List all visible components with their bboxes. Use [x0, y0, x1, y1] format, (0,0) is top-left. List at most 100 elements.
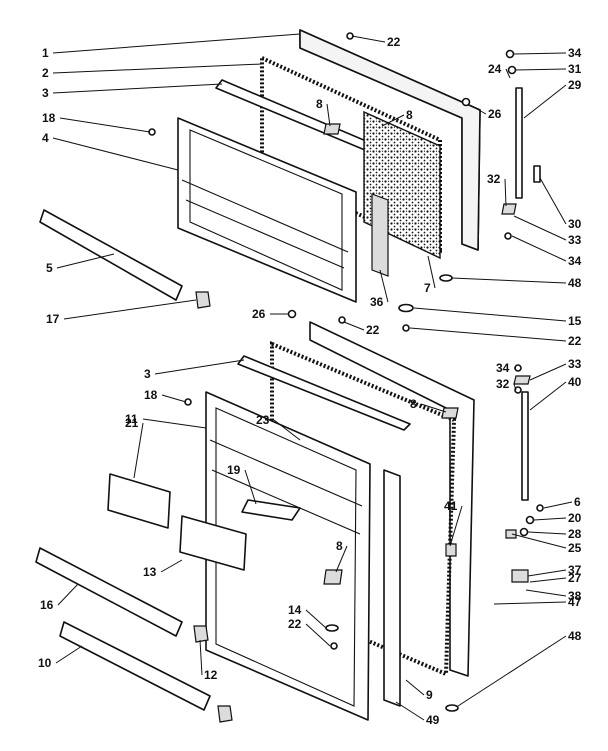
leader-10 — [55, 645, 83, 664]
trim-49 — [383, 469, 401, 707]
nut-26b — [287, 309, 297, 319]
leader-21 — [133, 422, 144, 479]
callout-9: 9 — [426, 688, 433, 702]
washer-31 — [507, 65, 517, 75]
leader-48a — [451, 277, 567, 284]
leader-19 — [244, 469, 257, 505]
callout-30: 30 — [568, 217, 582, 231]
leader-32b — [513, 383, 517, 391]
callout-11: 11 — [125, 412, 138, 426]
leader-27 — [529, 577, 567, 583]
fresh-door-liner — [205, 391, 371, 721]
door-bar-16 — [35, 547, 183, 637]
callout-32a: 32 — [487, 172, 501, 186]
callout-33a: 33 — [568, 233, 582, 247]
leader-18b — [161, 394, 187, 403]
leader-12 — [199, 639, 203, 676]
leader-47 — [493, 601, 567, 605]
bracket-32a — [501, 203, 517, 215]
callout-33b: 33 — [568, 357, 582, 371]
freezer-door-liner — [177, 117, 357, 303]
nut-26a — [461, 97, 471, 107]
screw-22b — [338, 316, 346, 324]
cam-37 — [511, 569, 529, 583]
leader-13 — [160, 559, 183, 573]
callout-29: 29 — [568, 78, 582, 92]
leader-11 — [142, 418, 207, 429]
washer-15 — [398, 303, 414, 313]
callout-10: 10 — [38, 656, 52, 670]
freezer-liner-shelf — [181, 179, 349, 269]
callout-15: 15 — [568, 314, 582, 328]
hinge-pin-29 — [515, 87, 523, 199]
callout-36: 36 — [370, 295, 384, 309]
leader-2 — [52, 63, 263, 74]
callout-23: 23 — [256, 413, 270, 427]
callout-20: 20 — [568, 511, 582, 525]
callout-8b: 8 — [406, 108, 413, 122]
bin-21 — [107, 473, 171, 529]
leader-22b — [343, 321, 365, 331]
callout-34c: 34 — [496, 361, 510, 375]
callout-40: 40 — [568, 375, 582, 389]
callout-34a: 34 — [568, 46, 582, 60]
callout-12: 12 — [204, 668, 218, 682]
washer-14 — [325, 624, 339, 632]
callout-17: 17 — [46, 312, 60, 326]
leader-48b — [457, 635, 567, 707]
butter-door-19 — [241, 499, 301, 521]
callout-4: 4 — [42, 131, 49, 145]
spacer-30 — [533, 165, 541, 183]
fresh-food-door-assembly — [35, 309, 544, 723]
leader-22c — [409, 327, 567, 342]
leader-33a — [513, 215, 567, 241]
leader-34b — [511, 235, 567, 262]
freezer-rail-36 — [371, 193, 389, 277]
callout-6: 6 — [574, 495, 581, 509]
leader-37 — [527, 569, 567, 577]
door-bar-10 — [59, 621, 211, 711]
bracket-8d — [323, 569, 343, 585]
leader-6 — [543, 501, 573, 509]
leader-28 — [527, 531, 567, 535]
callout-31: 31 — [568, 62, 582, 76]
leader-8c — [420, 403, 447, 413]
callout-21: 21 — [125, 416, 139, 430]
leader-8b — [381, 114, 405, 127]
leader-8d — [335, 545, 348, 573]
callout-8a: 8 — [316, 97, 323, 111]
fresh-liner-upper-shelf — [209, 439, 363, 535]
callout-28: 28 — [568, 527, 582, 541]
callout-48b: 48 — [568, 629, 582, 643]
callout-24: 24 — [488, 62, 502, 76]
leader-14 — [305, 609, 327, 629]
leader-24 — [505, 68, 511, 79]
callout-27: 27 — [568, 571, 582, 585]
leader-3b — [154, 359, 245, 375]
leader-25 — [511, 533, 567, 549]
leader-15 — [413, 307, 567, 322]
callout-49: 49 — [426, 713, 440, 727]
leader-8a — [326, 103, 331, 127]
callout-34b: 34 — [568, 254, 582, 268]
callout-48a: 48 — [568, 276, 582, 290]
leader-36 — [379, 269, 389, 303]
callout-22d: 22 — [288, 617, 302, 631]
leader-22a — [351, 35, 386, 43]
callout-32b: 32 — [496, 377, 510, 391]
screw-22d — [330, 642, 338, 650]
callout-3a: 3 — [42, 86, 49, 100]
callout-38: 38 — [568, 589, 582, 603]
leader-1 — [52, 33, 301, 54]
bracket-33b — [513, 375, 531, 385]
bushing-48b — [445, 704, 459, 712]
callout-16: 16 — [40, 598, 54, 612]
clip-12a — [193, 625, 209, 643]
screw-34b — [504, 232, 512, 240]
leader-41 — [449, 505, 463, 547]
leader-9 — [405, 679, 425, 696]
callout-8d: 8 — [336, 539, 343, 553]
freezer-liner-inner — [189, 129, 343, 291]
callout-2: 2 — [42, 66, 49, 80]
